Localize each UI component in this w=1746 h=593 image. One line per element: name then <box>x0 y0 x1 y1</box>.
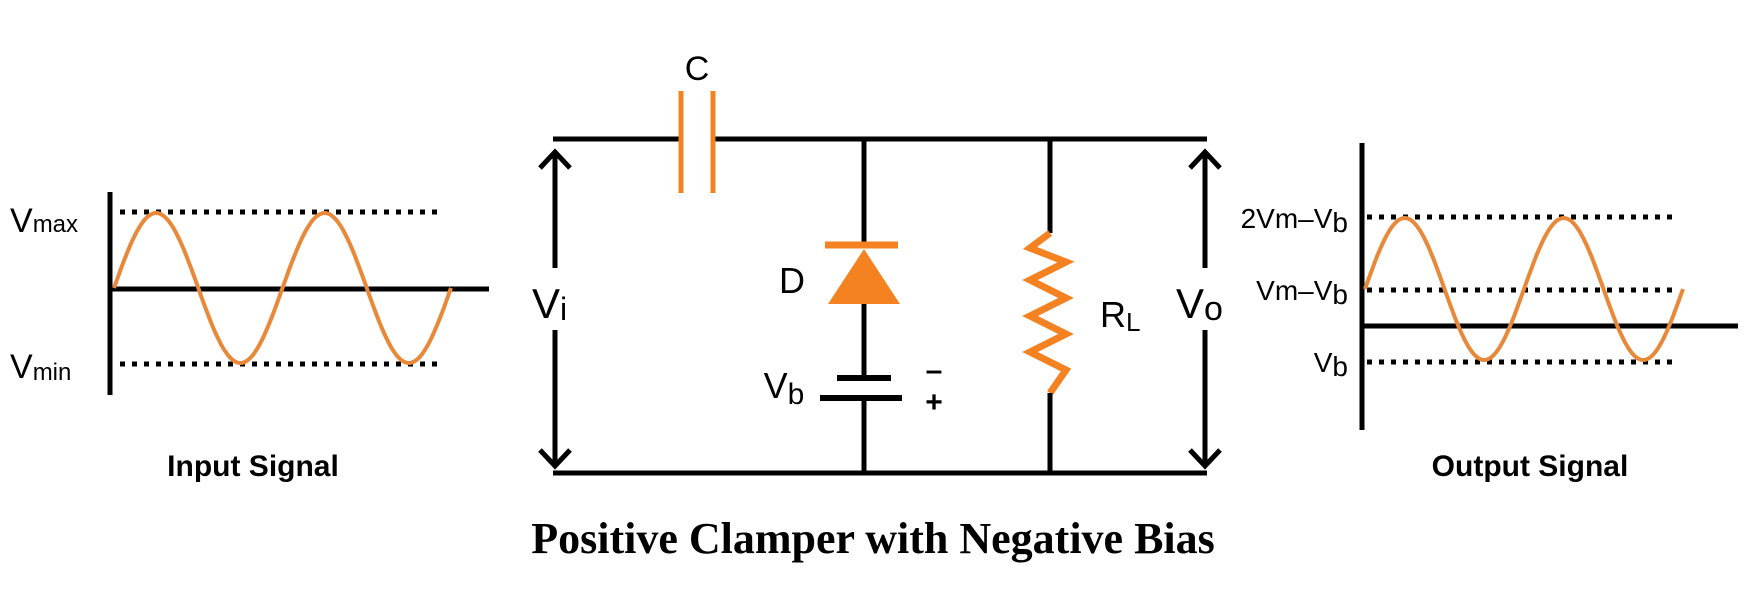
output-signal-graph: 2Vm–Vb Vm–Vb Vb Output Signal <box>1241 143 1738 483</box>
capacitor-label: C <box>685 50 710 88</box>
vout-label: Vo <box>1176 280 1223 328</box>
resistor-label: RL <box>1100 294 1140 337</box>
diode-triangle <box>828 249 900 304</box>
input-sine-wave <box>112 210 453 366</box>
vmax-label: Vmax <box>10 202 78 240</box>
vin-label: Vi <box>532 280 567 327</box>
level-vm-vb-label: Vm–Vb <box>1256 275 1348 310</box>
capacitor: C <box>678 50 716 193</box>
input-signal-caption: Input Signal <box>167 450 339 483</box>
level-vb-label: Vb <box>1314 347 1348 382</box>
vout-arrow: Vo <box>1176 148 1223 470</box>
resistor-branch: RL <box>1022 139 1140 473</box>
level-2vm-vb-label: 2Vm–Vb <box>1241 203 1348 238</box>
vin-arrowhead-down <box>538 448 572 470</box>
battery-label: Vb <box>764 365 805 411</box>
vmin-label: Vmin <box>10 348 71 386</box>
battery-minus-sign: – <box>926 354 943 387</box>
resistor-zigzag <box>1022 230 1075 395</box>
vin-arrowhead-up <box>538 148 572 170</box>
diode-branch: D Vb – + <box>764 139 943 473</box>
diagram-title: Positive Clamper with Negative Bias <box>531 514 1215 563</box>
vin-arrow: Vi <box>532 148 572 470</box>
output-sine-wave <box>1363 215 1685 363</box>
output-signal-caption: Output Signal <box>1432 450 1629 483</box>
vout-arrowhead-up <box>1188 148 1222 170</box>
vout-arrowhead-down <box>1188 448 1222 470</box>
clamper-circuit: C D Vb – + RL <box>532 50 1223 476</box>
battery-plus-sign: + <box>925 386 943 419</box>
input-signal-graph: Vmax Vmin Input Signal <box>10 192 489 483</box>
diode-label: D <box>779 260 805 301</box>
